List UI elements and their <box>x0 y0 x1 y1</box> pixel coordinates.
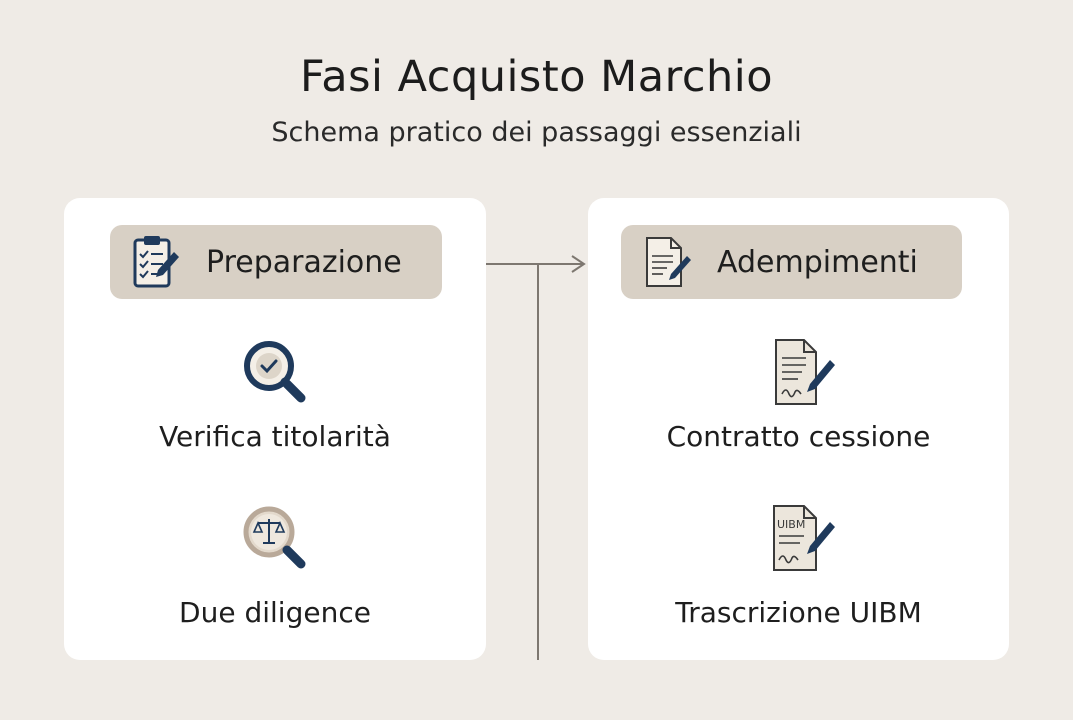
step-label: Trascrizione UIBM <box>675 596 922 629</box>
phase-title: Adempimenti <box>717 244 918 280</box>
magnifier-scales-icon <box>243 506 306 569</box>
document-pen-icon <box>646 237 691 287</box>
phase-header-preparazione: Preparazione <box>110 225 442 299</box>
step-label: Verifica titolarità <box>159 420 391 453</box>
clipboard-checklist-icon <box>133 236 179 288</box>
uibm-icon-text: UIBM <box>777 518 805 531</box>
phase-card-adempimenti: Adempimenti Contratto cessione UIBM Tras… <box>588 198 1009 660</box>
phase-title: Preparazione <box>206 244 402 280</box>
phase-header-adempimenti: Adempimenti <box>621 225 962 299</box>
uibm-document-icon: UIBM <box>773 505 835 571</box>
contract-signature-icon <box>775 339 835 405</box>
step-label: Contratto cessione <box>666 420 931 453</box>
diagram-subtitle: Schema pratico dei passaggi essenziali <box>271 117 802 148</box>
step-label: Due diligence <box>179 596 371 629</box>
magnifier-check-icon <box>244 341 306 403</box>
phase-card-preparazione: Preparazione Verifica titolarità Due dil… <box>64 198 486 660</box>
diagram-title: Fasi Acquisto Marchio <box>299 52 774 102</box>
